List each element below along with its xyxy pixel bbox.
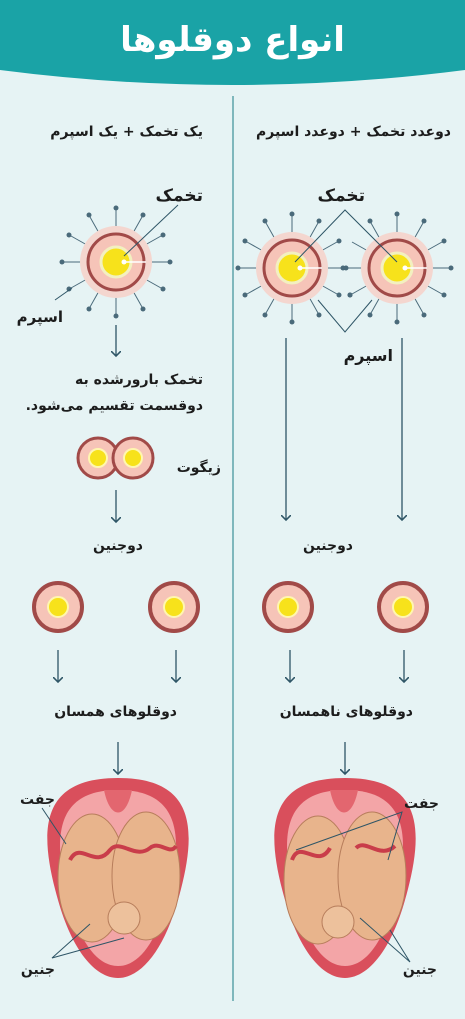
right-placenta-label: جفت — [404, 796, 439, 812]
page-title: انواع دوقلوها — [120, 20, 345, 60]
right-uterus-illustration — [274, 778, 416, 978]
left-egg-pointer — [123, 204, 179, 257]
right-two-embryos-label: دوجنین — [302, 538, 353, 554]
left-placenta-pointer — [41, 807, 67, 845]
right-egg-label: تخمک — [317, 186, 365, 206]
left-twins-label: دوقلوهای همسان — [54, 704, 177, 720]
left-egg — [59, 205, 173, 319]
right-egg-2 — [340, 211, 454, 325]
left-egg-label: تخمک — [155, 186, 203, 206]
left-embryo-cell-2 — [148, 581, 200, 633]
right-pointer-lines — [294, 209, 398, 333]
right-egg-1 — [235, 211, 349, 325]
right-fetus-pointer — [359, 917, 411, 963]
short-arrows — [58, 650, 404, 774]
left-two-embryos-label: دوجنین — [92, 538, 143, 554]
fertilized-egg-text-line2: دوقسمت تقسیم می‌شود. — [25, 398, 203, 414]
left-fetus-pointer — [51, 923, 125, 959]
left-column-heading: یک تخمک + یک اسپرم — [50, 124, 203, 140]
right-embryo-cell-1 — [262, 581, 314, 633]
column-divider — [232, 96, 234, 1001]
left-placenta-label: جفت — [20, 792, 55, 808]
right-column-heading: دوعدد تخمک + دوعدد اسپرم — [256, 124, 451, 140]
left-embryo-cell-1 — [32, 581, 84, 633]
zygote-cells — [76, 436, 155, 480]
left-fetus-label: جنین — [20, 962, 55, 978]
left-uterus-illustration — [47, 778, 189, 978]
left-sperm-pointer — [54, 287, 73, 301]
right-sperm-label: اسپرم — [343, 346, 393, 365]
header-banner: انواع دوقلوها — [0, 0, 465, 90]
zygote-label: زیگوت — [176, 460, 221, 476]
fertilized-egg-text-line1: تخمک بارورشده به — [74, 372, 203, 388]
right-placenta-pointer — [295, 811, 403, 861]
left-sperm-label: اسپرم — [16, 308, 63, 326]
header-wave-shape — [0, 0, 465, 85]
right-fetus-label: جنین — [402, 962, 437, 978]
right-twins-label: دوقلوهای ناهمسان — [279, 704, 413, 720]
right-embryo-cell-2 — [377, 581, 429, 633]
